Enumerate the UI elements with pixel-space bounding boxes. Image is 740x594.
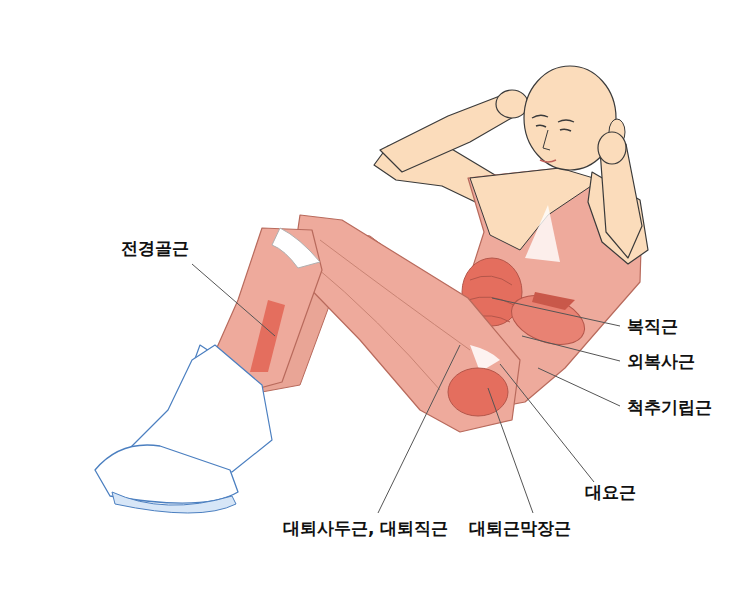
muscle-label: 대퇴사두근, 대퇴직근 <box>282 518 449 538</box>
muscle-label: 척추기립근 <box>626 397 713 417</box>
shoe-sole <box>112 492 236 513</box>
leader-line <box>378 345 460 513</box>
leader-lines <box>192 264 620 513</box>
muscle-label: 복직근 <box>626 316 679 336</box>
front-thigh <box>292 215 520 432</box>
knee <box>272 228 320 268</box>
muscle-label: 외복사근 <box>626 351 696 371</box>
erector-spinae <box>532 292 575 310</box>
tensor-fasciae <box>448 368 508 416</box>
leader-line <box>488 388 533 513</box>
leader-line <box>500 364 594 482</box>
leader-line <box>522 336 620 361</box>
back-hand <box>496 90 528 118</box>
muscle-label: 대요근 <box>584 482 637 502</box>
muscle-label: 대퇴근막장근 <box>468 518 572 538</box>
tibialis-anterior <box>250 300 285 372</box>
leader-line <box>538 368 620 406</box>
eyes <box>536 125 571 131</box>
thigh-fibres <box>310 240 470 390</box>
nose <box>543 130 550 150</box>
sternum-tendon <box>525 205 560 262</box>
front-hand <box>598 132 626 164</box>
external-oblique <box>505 286 591 353</box>
brows <box>532 115 574 122</box>
leader-line <box>192 264 275 336</box>
muscle-label: 전경골근 <box>120 238 190 258</box>
mouth <box>540 160 556 162</box>
leader-line <box>492 298 620 326</box>
